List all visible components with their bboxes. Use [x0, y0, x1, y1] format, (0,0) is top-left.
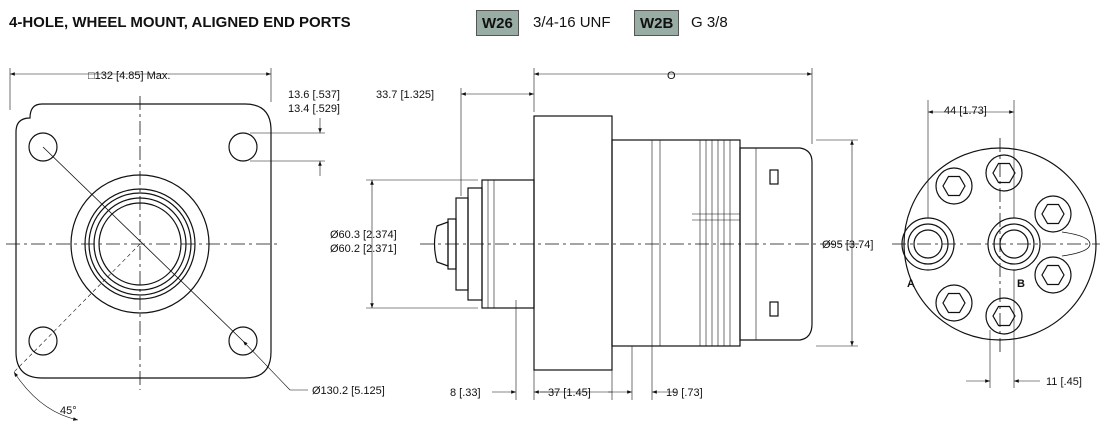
mount-hole-top-left: [28, 132, 58, 162]
end-cover-tab-top: [769, 169, 779, 185]
shaft-end: [433, 221, 449, 267]
bolt-bottom-center: [985, 297, 1023, 335]
overall-length-dim: O: [667, 70, 676, 82]
wheel-flange: [533, 115, 613, 371]
slot-dim-lower: 13.4 [.529]: [288, 103, 340, 115]
mount-hole-bottom-right: [228, 326, 258, 356]
pilot-dia-upper: Ø60.3 [2.374]: [330, 229, 397, 241]
front-width-dim: □132 [4.85] Max.: [88, 70, 170, 82]
angle-dim: 45°: [60, 405, 77, 417]
port-code-badge-w26: W26: [476, 10, 519, 36]
front-view: [6, 68, 325, 421]
port-thread-w2b: G 3/8: [691, 14, 728, 31]
end-cover-tab-bottom: [769, 301, 779, 317]
mounting-flange-outline: [15, 103, 272, 379]
slot-dim-upper: 13.6 [.537]: [288, 89, 340, 101]
port-thread-w26: 3/4-16 UNF: [533, 14, 611, 31]
port-offset-dim: 11 [.45]: [1046, 376, 1082, 388]
pilot-dia-lower: Ø60.2 [2.371]: [330, 243, 397, 255]
motor-body: [611, 139, 741, 347]
end-view: [892, 100, 1100, 388]
bolt-top-center: [985, 154, 1023, 192]
port-a-label: A: [907, 278, 915, 290]
port-b-label: B: [1017, 278, 1025, 290]
bolt-right-upper: [1034, 195, 1072, 233]
side-view: [366, 68, 860, 400]
step-length-dim: 19 [.73]: [666, 387, 703, 399]
bolt-bottom-left: [935, 284, 973, 322]
port-code-badge-w2b: W2B: [634, 10, 680, 36]
page-title: 4-HOLE, WHEEL MOUNT, ALIGNED END PORTS: [9, 14, 351, 31]
hub-length-dim: 37 [1.45]: [548, 387, 591, 399]
pilot-offset-dim: 33.7 [1.325]: [376, 89, 434, 101]
bolt-right-lower: [1034, 256, 1072, 294]
mount-hole-top-right: [228, 132, 258, 162]
mount-hole-bottom-left: [28, 326, 58, 356]
body-dia-dim: Ø95 [3.74]: [822, 239, 873, 251]
port-spacing-dim: 44 [1.73]: [944, 105, 987, 117]
bolt-top-left: [935, 167, 973, 205]
flange-thickness-dim: 8 [.33]: [450, 387, 481, 399]
end-cover: [739, 147, 813, 341]
bolt-circle-dim: Ø130.2 [5.125]: [312, 385, 385, 397]
